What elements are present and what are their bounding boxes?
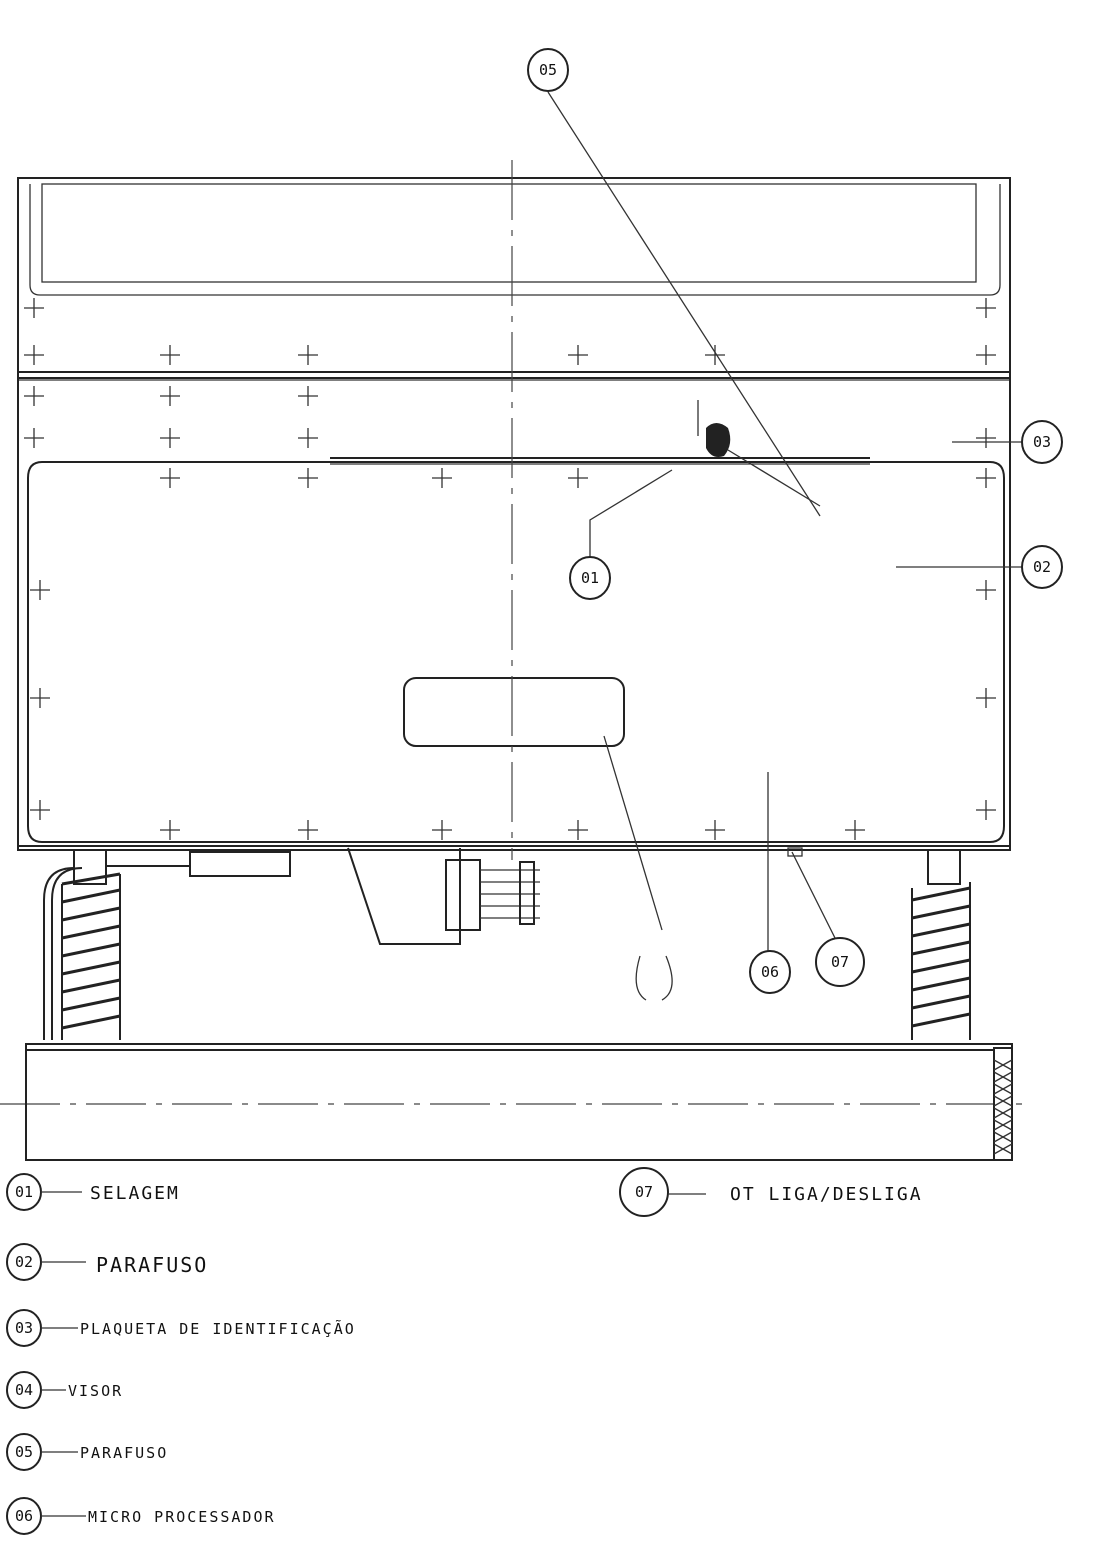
display-window (403, 677, 625, 747)
svg-text:02: 02 (15, 1253, 33, 1271)
legend-item-03: 03 PLAQUETA DE IDENTIFICAÇÃO (6, 1309, 356, 1347)
svg-text:MICRO PROCESSADOR: MICRO PROCESSADOR (88, 1508, 276, 1526)
upper-housing (17, 177, 1011, 381)
legend-item-07: 07 OT LIGA/DESLIGA (619, 1167, 923, 1217)
svg-text:SELAGEM: SELAGEM (90, 1183, 180, 1204)
seal-detail (697, 400, 731, 457)
svg-text:OT LIGA/DESLIGA: OT LIGA/DESLIGA (730, 1184, 923, 1205)
svg-text:PARAFUSO: PARAFUSO (96, 1253, 208, 1277)
svg-text:PARAFUSO: PARAFUSO (80, 1444, 168, 1462)
callout-01: 01 (569, 556, 611, 600)
svg-text:06: 06 (761, 963, 779, 981)
svg-text:06: 06 (15, 1507, 33, 1525)
svg-text:PLAQUETA DE IDENTIFICAÇÃO: PLAQUETA DE IDENTIFICAÇÃO (80, 1319, 356, 1338)
legend-item-05: 05 PARAFUSO (6, 1433, 168, 1471)
svg-text:05: 05 (15, 1443, 33, 1461)
callout-03: 03 (1021, 420, 1063, 464)
leader-lines (547, 91, 1022, 1001)
svg-text:07: 07 (635, 1183, 653, 1201)
svg-text:05: 05 (539, 61, 557, 79)
callout-07: 07 (815, 937, 865, 987)
callout-05: 05 (527, 48, 569, 92)
svg-text:01: 01 (581, 569, 599, 587)
svg-text:03: 03 (15, 1319, 33, 1337)
centerlines (0, 160, 1030, 1105)
screw-markers (24, 298, 996, 840)
svg-text:01: 01 (15, 1183, 33, 1201)
legend: 01 SELAGEM 02 PARAFUSO 03 PLAQUETA DE ID… (6, 1167, 923, 1535)
legend-item-01: 01 SELAGEM (6, 1173, 180, 1211)
callout-02: 02 (1021, 545, 1063, 589)
legend-item-06: 06 MICRO PROCESSADOR (6, 1497, 276, 1535)
left-foot-spring (61, 849, 121, 1040)
svg-text:03: 03 (1033, 433, 1051, 451)
legend-item-02: 02 PARAFUSO (6, 1243, 208, 1281)
svg-text:04: 04 (15, 1381, 33, 1399)
svg-text:02: 02 (1033, 558, 1051, 576)
svg-text:VISOR: VISOR (68, 1382, 123, 1400)
right-foot-spring (911, 849, 971, 1040)
front-panel (17, 371, 1011, 851)
callout-06: 06 (749, 950, 791, 994)
cable-connector (43, 847, 540, 1040)
svg-text:07: 07 (831, 953, 849, 971)
base (25, 1043, 1013, 1161)
legend-item-04: 04 VISOR (6, 1371, 123, 1409)
